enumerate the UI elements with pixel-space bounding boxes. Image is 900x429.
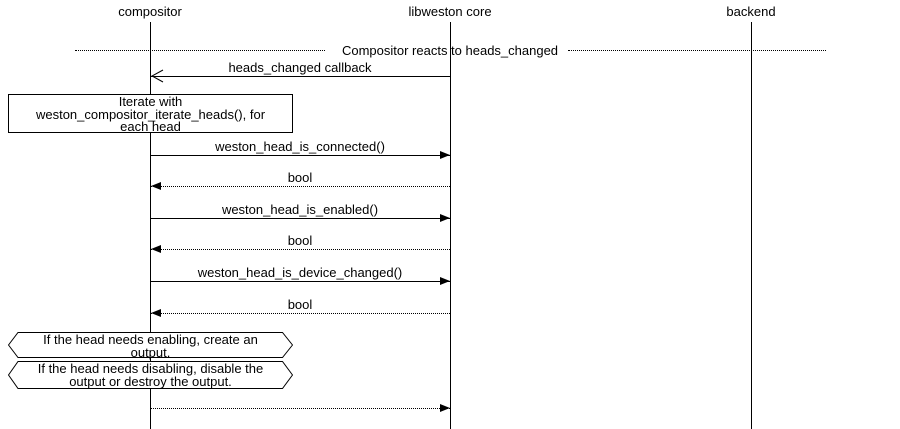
arrowhead-filled-left-icon	[151, 309, 161, 317]
arrowhead-filled-right-icon	[440, 277, 450, 285]
condition-line: output.	[130, 345, 171, 360]
condition-hexagon-disabling: If the head needs disabling, disable the…	[8, 361, 293, 389]
message-line-final	[150, 408, 450, 409]
message-label-head-is-device-changed: weston_head_is_device_changed()	[197, 265, 403, 280]
hexagon-shape	[8, 332, 293, 358]
participant-label-compositor: compositor	[118, 4, 182, 19]
note-box-iterate-heads: Iterate with weston_compositor_iterate_h…	[8, 94, 293, 133]
condition-line: If the head needs disabling, disable the	[37, 361, 264, 376]
arrowhead-filled-right-icon	[440, 151, 450, 159]
arrowhead-filled-left-icon	[151, 182, 161, 190]
message-line-head-is-connected	[150, 155, 450, 156]
message-label-bool-return: bool	[287, 233, 313, 248]
condition-text: If the head needs disabling, disable the…	[8, 361, 293, 389]
divider-line-right	[568, 50, 826, 51]
condition-line: If the head needs enabling, create an	[43, 332, 258, 347]
message-line-bool-return	[150, 313, 450, 314]
note-line: Iterate with	[118, 94, 183, 109]
message-label-head-is-connected: weston_head_is_connected()	[215, 139, 385, 154]
message-label-bool-return: bool	[287, 170, 313, 185]
divider-label: Compositor reacts to heads_changed	[341, 43, 559, 58]
arrowhead-open-left-icon	[151, 69, 164, 83]
participant-label-backend: backend	[726, 4, 776, 19]
hexagon-shape	[8, 361, 293, 389]
lifeline-backend	[751, 22, 752, 429]
message-label-head-is-enabled: weston_head_is_enabled()	[221, 202, 379, 217]
arrowhead-filled-right-icon	[440, 404, 450, 412]
message-label-heads-changed-callback: heads_changed callback	[228, 60, 372, 75]
lifeline-libweston-core	[450, 22, 451, 429]
message-line-bool-return	[150, 186, 450, 187]
note-line: each head	[120, 119, 181, 134]
participant-label-libweston-core: libweston core	[408, 4, 492, 19]
condition-line: output or destroy the output.	[69, 374, 232, 389]
lifeline-compositor	[150, 22, 151, 429]
message-line-head-is-enabled	[150, 218, 450, 219]
condition-text: If the head needs enabling, create an ou…	[8, 332, 293, 360]
condition-hexagon-enabling: If the head needs enabling, create an ou…	[8, 332, 293, 360]
note-line: weston_compositor_iterate_heads(), for	[35, 106, 266, 122]
message-line-bool-return	[150, 249, 450, 250]
message-line-head-is-device-changed	[150, 281, 450, 282]
message-label-bool-return: bool	[287, 297, 313, 312]
message-line-heads-changed-callback	[150, 76, 450, 77]
arrowhead-filled-left-icon	[151, 245, 161, 253]
arrowhead-filled-right-icon	[440, 214, 450, 222]
divider-line-left	[75, 50, 325, 51]
